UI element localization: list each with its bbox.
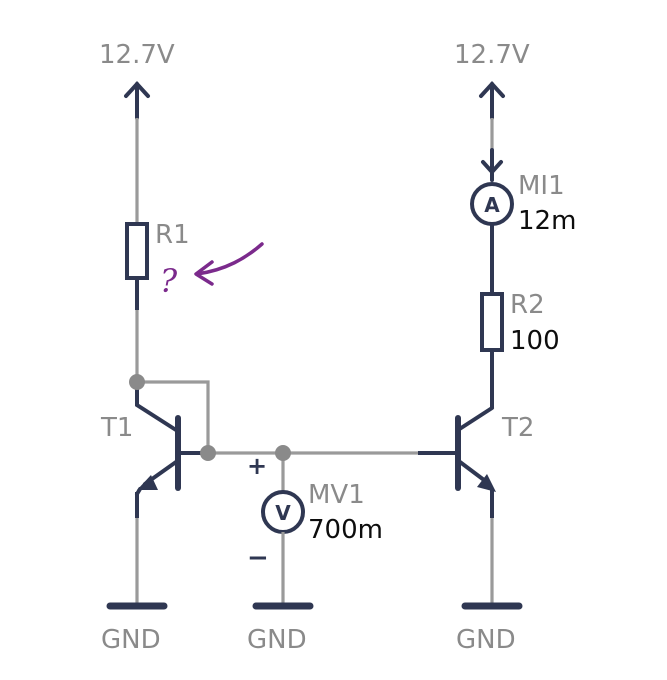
t1-name-label: T1 xyxy=(100,413,133,443)
r2-name-label: R2 xyxy=(510,290,545,320)
ground-label-middle: GND xyxy=(247,625,307,655)
resistor-r1[interactable] xyxy=(125,222,149,280)
resistor-r2[interactable] xyxy=(480,292,504,352)
r1-name-label: R1 xyxy=(155,220,190,250)
node-t1-base xyxy=(200,445,216,461)
r2-value-label: 100 xyxy=(510,326,560,356)
annotation-curved-arrow-icon xyxy=(194,242,264,286)
supply-label-left: 12.7V xyxy=(99,40,175,70)
t2-emitter xyxy=(458,460,486,482)
current-direction-arrow-icon xyxy=(481,160,503,175)
mi1-value-label: 12m xyxy=(518,206,576,236)
supply-label-right: 12.7V xyxy=(454,40,530,70)
mv1-value-label: 700m xyxy=(308,515,383,545)
t1-collector xyxy=(135,380,178,432)
mv1-meter-symbol: V xyxy=(275,501,291,525)
mi1-name-label: MI1 xyxy=(518,171,565,201)
ground-label-left: GND xyxy=(101,625,161,655)
node-mv1 xyxy=(275,445,291,461)
node-t1-collector xyxy=(129,374,145,390)
ground-label-right: GND xyxy=(456,625,516,655)
mv1-minus-sign: − xyxy=(247,543,269,573)
supply-arrow-left-icon xyxy=(124,81,150,120)
t2-name-label: T2 xyxy=(501,413,534,443)
t1-emitter-arrow-icon xyxy=(137,475,158,490)
r1-value-label: ? xyxy=(160,262,178,300)
wire-t1-feedback xyxy=(137,380,210,453)
mi1-meter-symbol: A xyxy=(484,193,500,217)
mv1-plus-sign: + xyxy=(247,452,267,480)
t2-emitter-arrow-icon xyxy=(477,474,496,492)
supply-arrow-right-icon xyxy=(479,81,505,120)
t2-collector xyxy=(456,406,494,432)
mv1-name-label: MV1 xyxy=(308,480,365,510)
